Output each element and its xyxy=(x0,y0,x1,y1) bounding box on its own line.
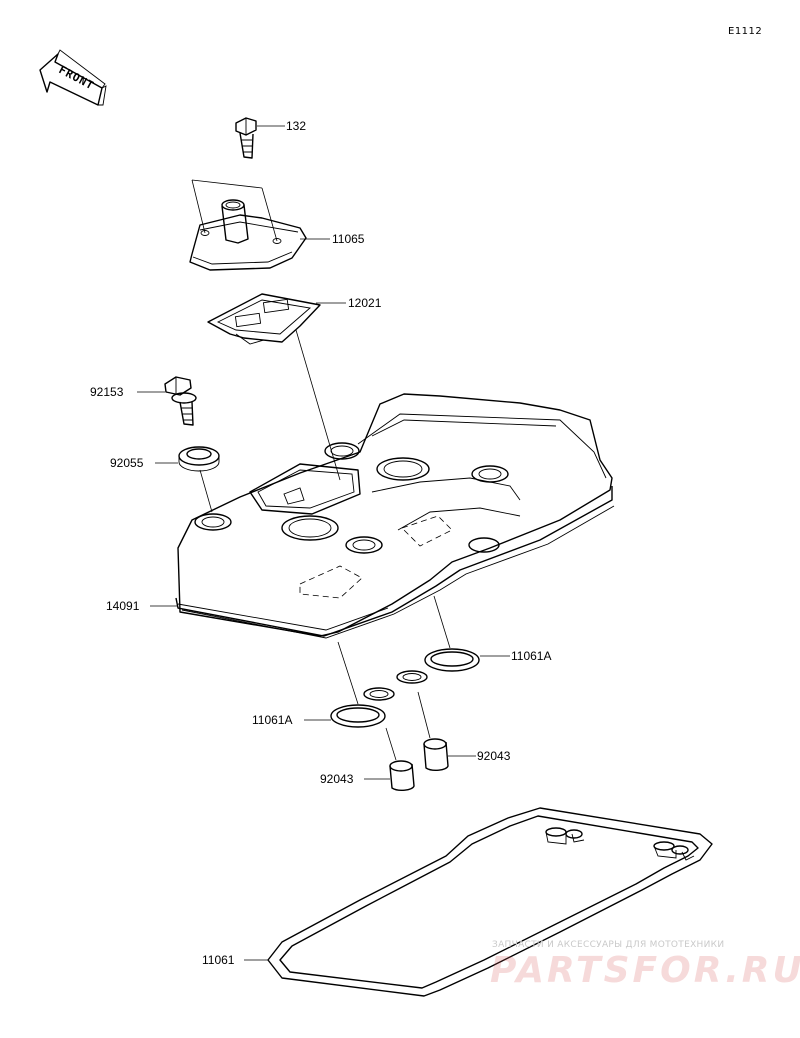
part-label-11061: 11061 xyxy=(202,953,235,967)
leader-seal-left-up xyxy=(337,641,359,705)
watermark-subtitle: ЗАПЧАСТИ И АКСЕССУАРЫ ДЛЯ МОТОТЕХНИКИ xyxy=(492,940,725,950)
leader-cover-to-head xyxy=(295,329,341,481)
reed-plate-12021 xyxy=(207,293,321,345)
leader-washer-to-head xyxy=(199,469,213,513)
diagram-code: E1112 xyxy=(728,26,763,37)
dowel-pin-right-92043 xyxy=(423,738,449,771)
breather-cover-11065 xyxy=(189,199,307,271)
bolt-132 xyxy=(235,117,257,159)
part-label-132: 132 xyxy=(286,119,307,133)
watermark-brand: PARTSFOR.RU xyxy=(490,950,800,991)
cylinder-head-cover-14091 xyxy=(175,393,615,639)
part-label-92043-left: 92043 xyxy=(320,772,354,786)
washer-92055 xyxy=(178,446,220,472)
head-cover-gasket-11061 xyxy=(267,807,713,997)
leader-bracket-11065 xyxy=(191,179,278,242)
front-arrow-icon xyxy=(39,49,107,106)
part-label-92043-right: 92043 xyxy=(477,749,511,763)
dowel-pin-left-92043 xyxy=(389,760,415,791)
leader-seal-right-up xyxy=(433,595,451,649)
leader-pin-right-up xyxy=(417,691,431,739)
bolt-92153 xyxy=(164,376,197,426)
part-label-12021: 12021 xyxy=(348,296,382,310)
plug-hole-seal-right-11061A xyxy=(396,648,480,684)
part-label-14091: 14091 xyxy=(106,599,140,613)
part-label-92055: 92055 xyxy=(110,456,144,470)
leader-pin-left-up xyxy=(385,727,397,761)
part-label-11065: 11065 xyxy=(332,232,365,246)
part-label-11061A-left: 11061A xyxy=(252,713,293,727)
part-label-11061A-right: 11061A xyxy=(511,649,552,663)
plug-hole-seal-left-11061A xyxy=(330,687,395,728)
part-label-92153: 92153 xyxy=(90,385,124,399)
